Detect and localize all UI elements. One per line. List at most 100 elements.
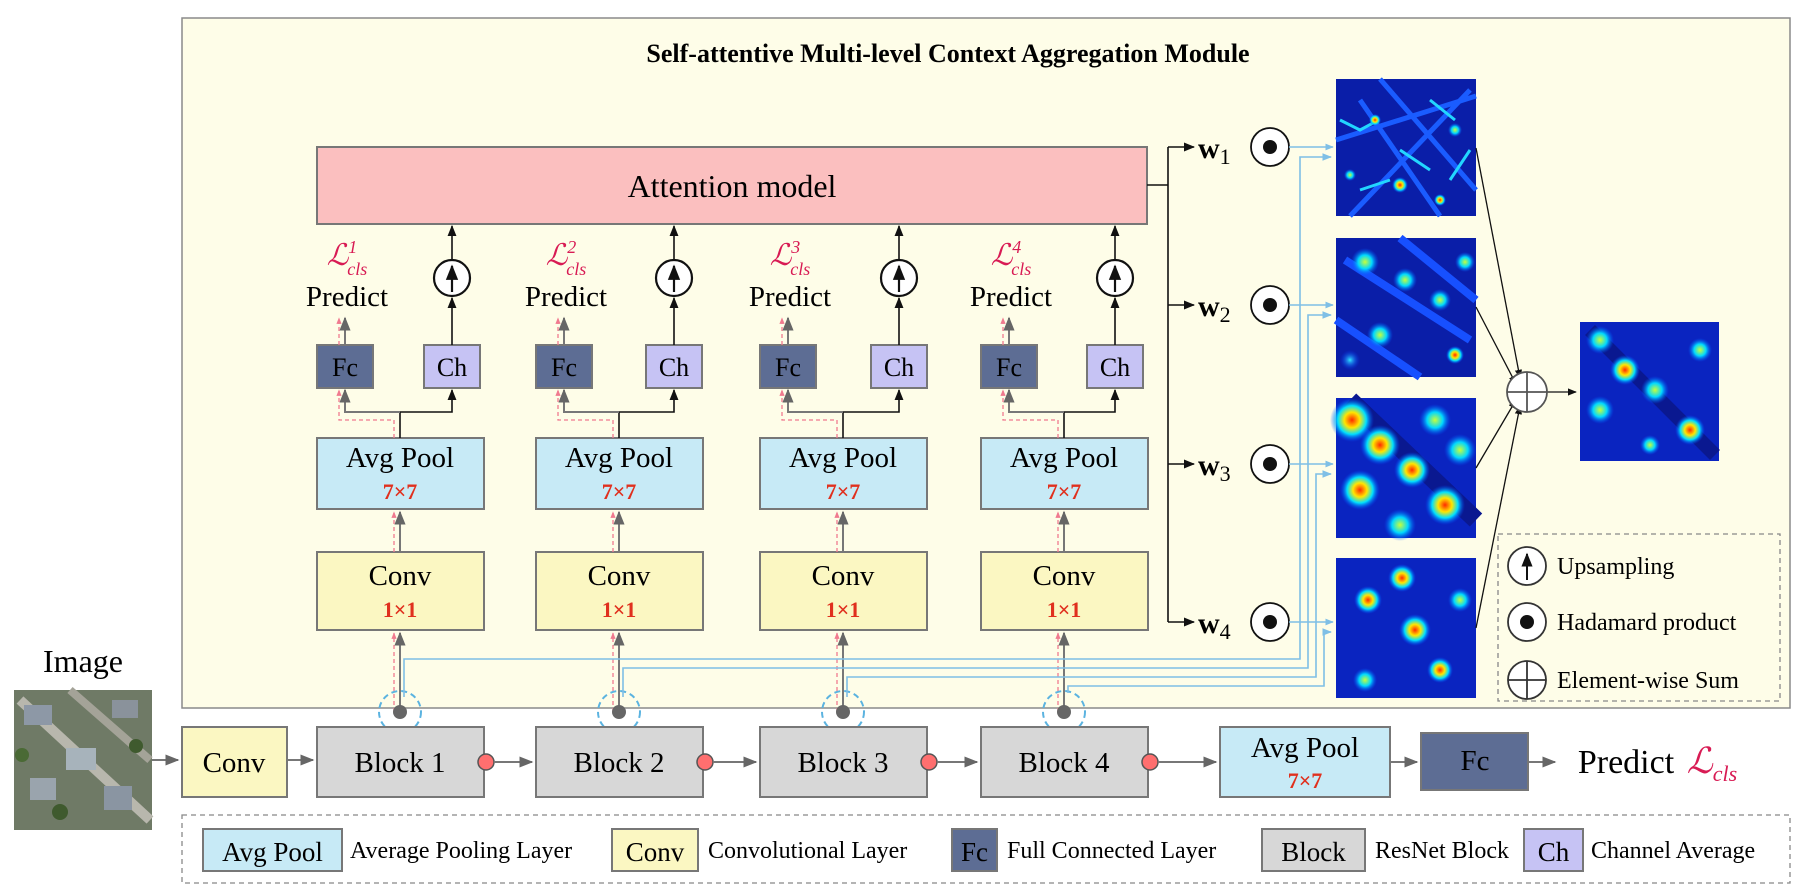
- ch-label: Ch: [659, 353, 689, 382]
- skip-connection-3: [846, 470, 1332, 697]
- input-image: [14, 686, 154, 830]
- weight-1: w1: [1168, 127, 1334, 169]
- fc-label: Fc: [775, 353, 801, 382]
- block-label: Block 4: [1018, 747, 1110, 779]
- module-title: Self-attentive Multi-level Context Aggre…: [646, 39, 1249, 68]
- backbone-fc: Fc: [1420, 732, 1529, 791]
- attention-model-box: [316, 146, 1148, 225]
- hadamard-icon: [1507, 602, 1547, 642]
- feature-tap-dot: [836, 705, 850, 719]
- backbone-conv-label: Conv: [203, 747, 266, 779]
- fc-label: Fc: [551, 353, 577, 382]
- legend-label: ResNet Block: [1375, 838, 1509, 864]
- avgpool-size: 7×7: [826, 479, 861, 504]
- feature-tap-dot: [1057, 705, 1071, 719]
- conv-label: Conv: [588, 560, 651, 592]
- legend-key: Conv: [626, 837, 685, 867]
- weight-label: w3: [1198, 449, 1231, 486]
- backbone-conv-box: [181, 726, 288, 798]
- ch-box: [645, 344, 703, 389]
- symbol-legend-label: Hadamard product: [1557, 610, 1737, 636]
- symbol-legend-item: Upsampling: [1507, 546, 1674, 586]
- avgpool-size: 7×7: [602, 479, 637, 504]
- heatmap-3: [1330, 393, 1483, 541]
- block-output-node: [477, 753, 495, 771]
- legend-label: Average Pooling Layer: [350, 838, 572, 864]
- block-output-node: [1141, 753, 1159, 771]
- fc-box: [980, 344, 1038, 389]
- ch-label: Ch: [1100, 353, 1130, 382]
- upsampling-icon: [654, 258, 694, 298]
- upsampling-icon: [1507, 546, 1547, 586]
- legend-swatch: [1523, 828, 1584, 872]
- weight-2: w2: [1168, 285, 1334, 327]
- legend-key: Block: [1281, 837, 1346, 867]
- elementwise-sum-node: [1506, 371, 1548, 413]
- hadamard-icon: [1250, 444, 1290, 484]
- conv-size: 1×1: [383, 597, 418, 622]
- weight-3: w3: [1168, 444, 1334, 486]
- hadamard-icon: [1250, 602, 1290, 642]
- ch-box: [870, 344, 928, 389]
- upsampling-icon: [432, 258, 472, 298]
- legend-item-block: Block ResNet Block: [1261, 828, 1509, 872]
- legend-key: Avg Pool: [222, 837, 323, 867]
- conv-label: Conv: [369, 560, 432, 592]
- block-output-node: [696, 753, 714, 771]
- branch-predict-label: Predict: [525, 281, 607, 313]
- legend-swatch: [951, 828, 998, 872]
- resnet-block-3: Block 3: [759, 726, 979, 798]
- branch-predict-label: Predict: [970, 281, 1052, 313]
- block-output-node: [920, 753, 938, 771]
- conv-label: Conv: [1033, 560, 1096, 592]
- heatmap-4: [1336, 558, 1476, 698]
- resnet-block-2: Block 2: [535, 726, 758, 798]
- ch-label: Ch: [437, 353, 467, 382]
- conv-size: 1×1: [1047, 597, 1082, 622]
- avgpool-label: Avg Pool: [346, 442, 454, 474]
- symbol-legend-item: Element-wise Sum: [1507, 660, 1739, 700]
- fc-label: Fc: [996, 353, 1022, 382]
- weight-label: w1: [1198, 132, 1231, 169]
- hadamard-icon: [1250, 127, 1290, 167]
- heatmap-2: [1333, 234, 1479, 381]
- heatmap-1: [1335, 77, 1478, 218]
- avgpool-box: [535, 437, 704, 510]
- legend-key: Ch: [1538, 837, 1570, 867]
- fc-box: [759, 344, 817, 389]
- skip-connection-1: [403, 153, 1332, 697]
- avgpool-box: [759, 437, 928, 510]
- weight-4: w4: [1168, 602, 1334, 644]
- legend-swatch: [1261, 828, 1366, 872]
- legend-label: Convolutional Layer: [708, 838, 907, 864]
- legend-swatch: [202, 828, 343, 872]
- aggregated-heatmap: [1580, 322, 1720, 461]
- final-predict-label: Predict: [1578, 744, 1675, 781]
- skip-connection-4: [1067, 628, 1332, 693]
- avgpool-size: 7×7: [1047, 479, 1082, 504]
- block-box: [759, 726, 928, 798]
- avgpool-label: Avg Pool: [565, 442, 673, 474]
- symbol-legend-label: Upsampling: [1557, 554, 1674, 580]
- fc-box: [316, 344, 374, 389]
- block-label: Block 2: [573, 747, 664, 779]
- symbol-legend-label: Element-wise Sum: [1557, 668, 1739, 694]
- legend-item-conv: Conv Convolutional Layer: [611, 828, 907, 872]
- upsampling-icon: [1095, 258, 1135, 298]
- elementwise-sum-icon: [1507, 660, 1547, 700]
- upsampling-icon: [879, 258, 919, 298]
- legend-label: Full Connected Layer: [1007, 838, 1216, 864]
- feature-tap-dot: [393, 705, 407, 719]
- feature-tap-dot: [612, 705, 626, 719]
